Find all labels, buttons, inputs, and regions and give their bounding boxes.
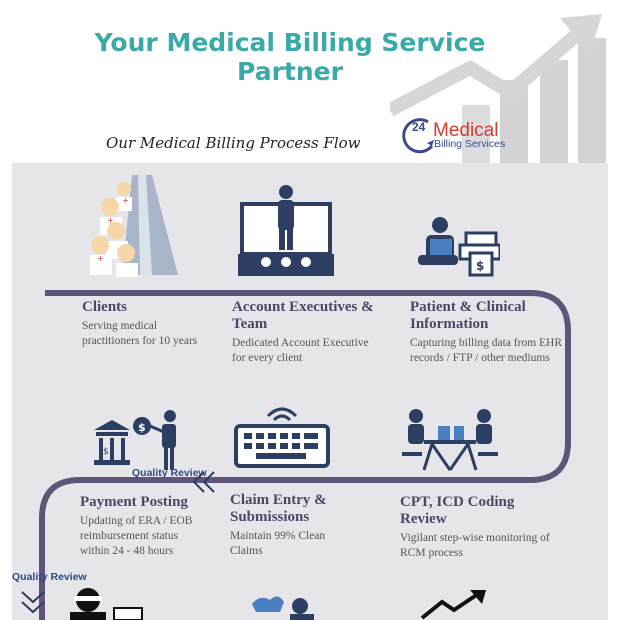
step-description: Updating of ERA / EOB reimbursement stat… [80, 515, 193, 557]
svg-text:+: + [97, 254, 104, 263]
quality-review-label: Quality Review [12, 571, 87, 583]
svg-text:+: + [107, 216, 114, 225]
step-title: Clients [82, 299, 127, 315]
logo-number: 24 [412, 120, 426, 134]
svg-text:$: $ [138, 421, 146, 434]
step-title: Patient & Clinical Information [410, 299, 526, 332]
step-account-executives: Account Executives & Team Dedicated Acco… [232, 299, 392, 366]
step-title: CPT, ICD Coding Review [400, 494, 515, 527]
nurses-icon: + + + [90, 175, 178, 277]
step-claim-entry: Claim Entry & Submissions Maintain 99% C… [230, 492, 360, 559]
laptop-printer-icon: $ [418, 217, 500, 277]
svg-text:+: + [122, 196, 129, 205]
step-description: Dedicated Account Executive for every cl… [232, 337, 369, 364]
step-description: Capturing billing data from EHR records … [410, 337, 563, 364]
person-desk-icon [70, 588, 143, 620]
double-chevron-left-icon [192, 471, 215, 493]
growth-arrow-icon [390, 14, 606, 165]
clock-swoosh-icon [402, 118, 434, 154]
money-worker-icon [252, 596, 314, 620]
double-chevron-down-icon [21, 591, 45, 614]
step-payment-posting: Payment Posting Updating of ERA / EOB re… [80, 494, 230, 559]
keyboard-icon [234, 407, 330, 468]
step-description: Serving medical practitioners for 10 yea… [82, 320, 198, 347]
step-clients: Clients Serving medical practitioners fo… [82, 299, 222, 349]
coders-at-table-icon [402, 409, 498, 471]
presenter-audience-icon [238, 185, 334, 276]
svg-text:$: $ [476, 259, 484, 273]
title-line-1: Your Medical Billing Service [94, 28, 486, 57]
bank-money-icon: $ $ [94, 410, 176, 470]
step-cpt-icd-coding: CPT, ICD Coding Review Vigilant step-wis… [400, 494, 575, 561]
step-description: Maintain 99% Clean Claims [230, 530, 326, 557]
step-patient-clinical: Patient & Clinical Information Capturing… [410, 299, 570, 366]
step-title: Claim Entry & Submissions [230, 492, 327, 525]
logo-text-medical: Medical [433, 120, 499, 141]
svg-text:$: $ [103, 447, 109, 457]
company-logo [398, 112, 518, 160]
logo-text-billing: Billing Services [434, 138, 506, 150]
process-flow-subtitle: Our Medical Billing Process Flow [106, 134, 361, 152]
step-description: Vigilant step-wise monitoring of RCM pro… [400, 532, 550, 559]
page-title: Your Medical Billing Service Partner [60, 28, 520, 86]
title-line-2: Partner [237, 57, 343, 86]
step-title: Payment Posting [80, 494, 188, 510]
trend-up-icon [420, 590, 486, 620]
step-title: Account Executives & Team [232, 299, 374, 332]
quality-review-label: Quality Review [132, 467, 207, 479]
